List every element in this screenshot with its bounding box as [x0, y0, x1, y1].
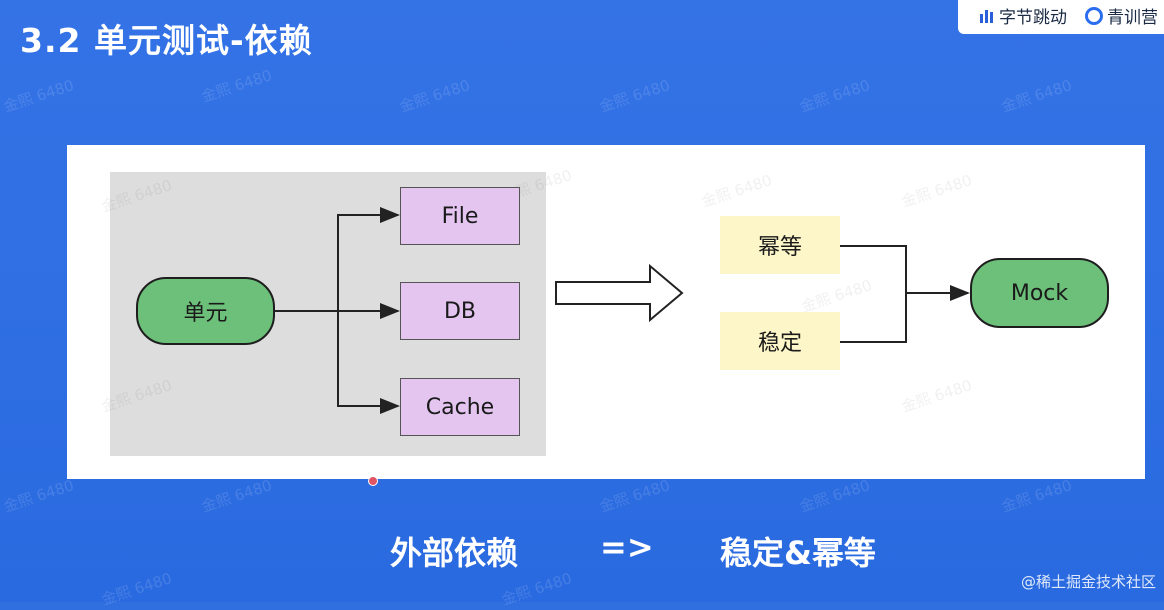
edge-source-cache	[337, 311, 400, 414]
source-credit: @稀土掘金技术社区	[1020, 573, 1156, 591]
bytedance-logo: 字节跳动	[980, 3, 1067, 28]
camp-logo: 青训营	[1085, 3, 1158, 28]
transform-arrow	[555, 263, 684, 323]
footer-left: 外部依赖	[390, 534, 519, 572]
ring-icon	[1085, 7, 1103, 25]
bytedance-label: 字节跳动	[999, 8, 1067, 28]
node-stable: 稳定	[720, 312, 840, 370]
node-mock: Mock	[970, 258, 1109, 328]
node-idempotent: 幂等	[720, 216, 840, 274]
brand-badge: 字节跳动 青训营	[958, 0, 1164, 34]
node-cache: Cache	[400, 378, 520, 436]
slide-title: 3.2 单元测试-依赖	[20, 21, 313, 60]
node-db: DB	[400, 282, 520, 340]
laser-pointer-dot	[368, 476, 378, 486]
bars-icon	[980, 10, 993, 23]
footer-arrow: =>	[600, 528, 654, 566]
edge-properties-join	[840, 245, 907, 343]
footer-right: 稳定&幂等	[720, 534, 876, 572]
node-file: File	[400, 187, 520, 245]
camp-label: 青训营	[1107, 8, 1158, 28]
node-source: 单元	[136, 277, 275, 345]
edge-source-file	[337, 207, 400, 311]
